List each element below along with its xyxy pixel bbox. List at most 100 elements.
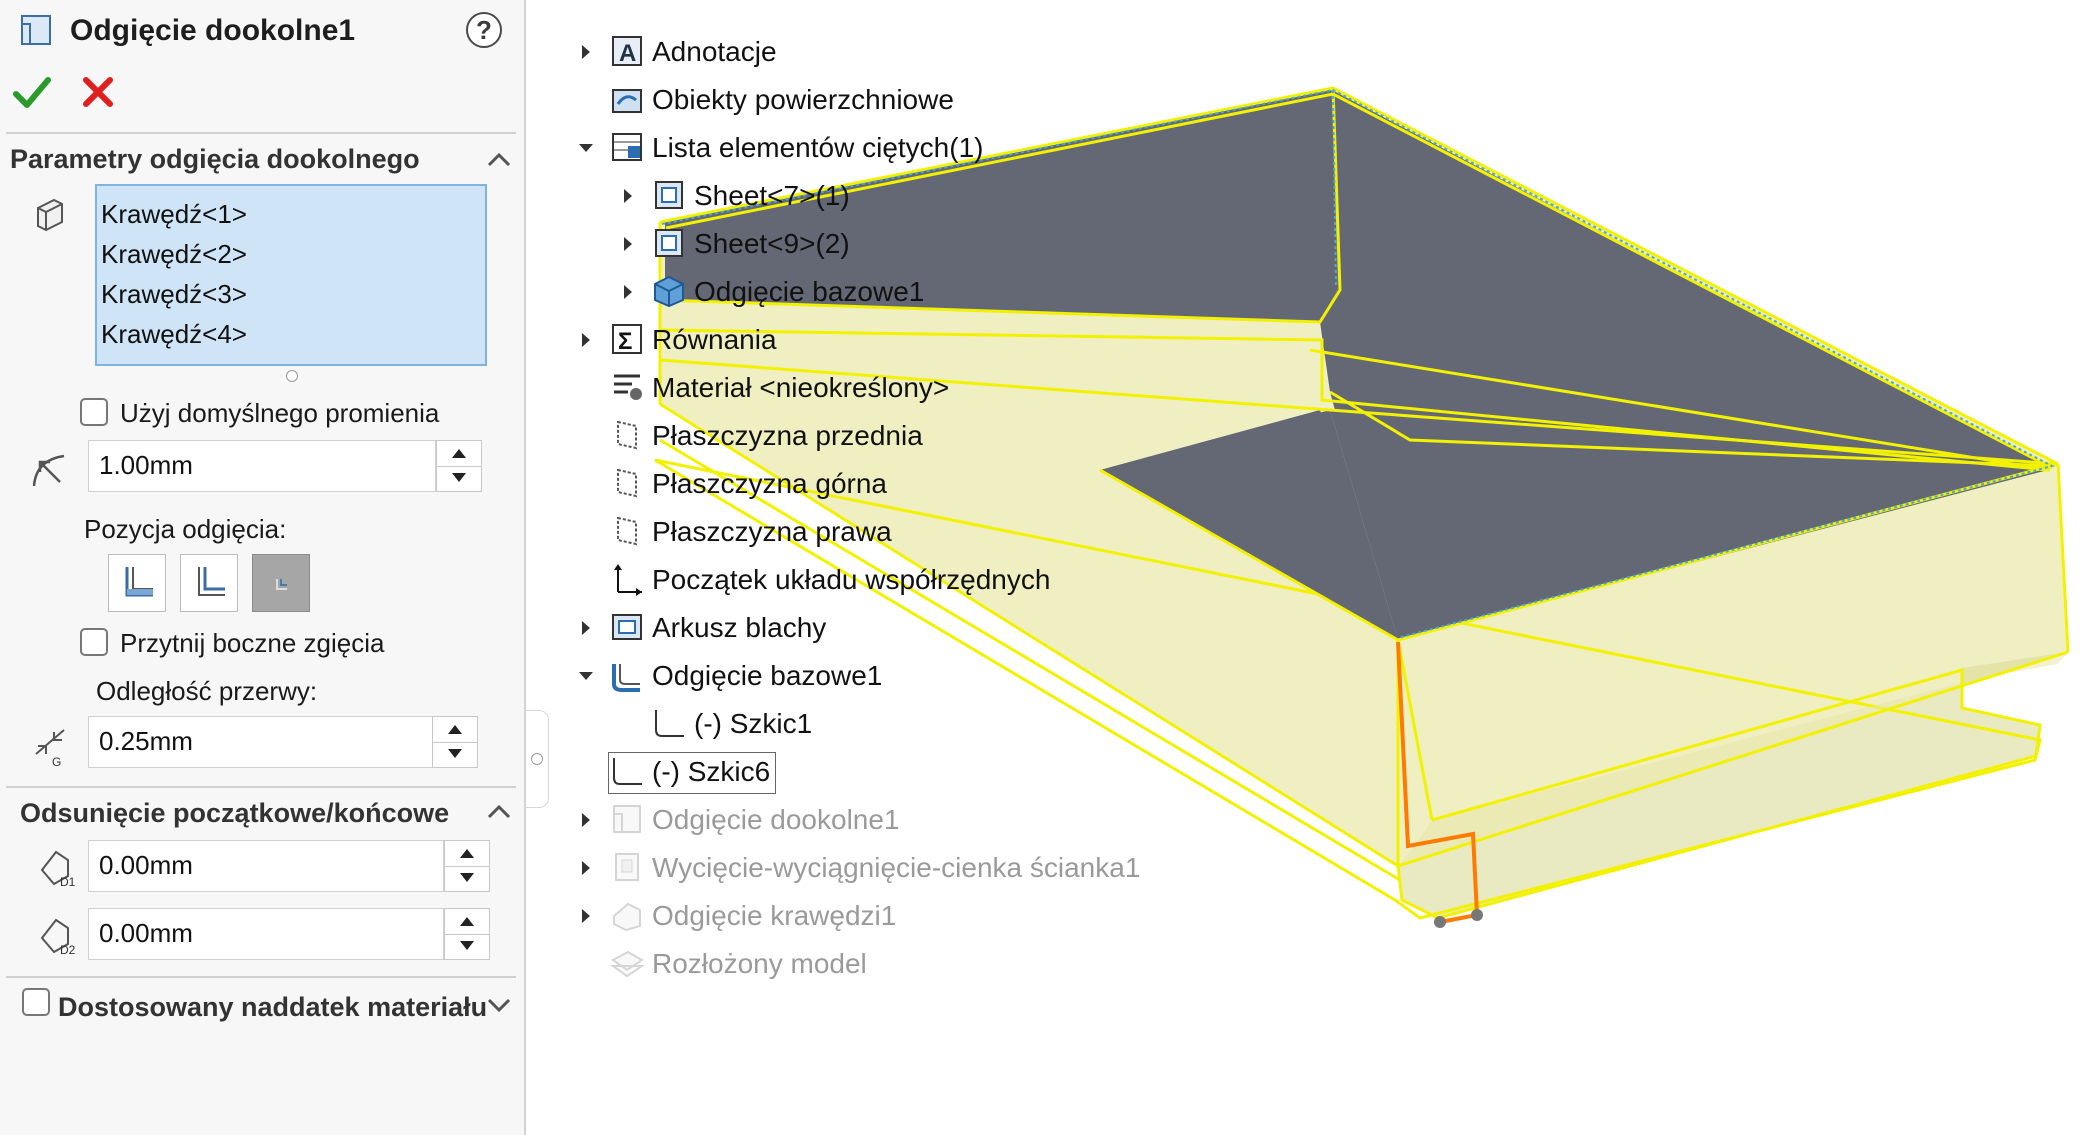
tree-item[interactable]: (-) Szkic1 (622, 702, 1522, 746)
end-offset-input[interactable]: 0.00mm (88, 908, 444, 960)
tree-item[interactable]: Materiał <nieokreślony> (580, 366, 1480, 410)
edge-flange-icon (613, 902, 641, 932)
section-title-parameters[interactable]: Parametry odgięcia dookolnego (10, 144, 420, 174)
spin-up-button[interactable] (445, 909, 489, 935)
panel-collapse-handle[interactable] (526, 710, 549, 808)
trim-side-bends-label: Przytnij boczne zgięcia (120, 628, 385, 658)
spin-down-button[interactable] (445, 866, 489, 891)
tree-item[interactable]: A Adnotacje (580, 30, 1480, 74)
section-title-custom-allowance[interactable]: Dostosowany naddatek materiału (58, 992, 488, 1022)
gap-distance-stepper[interactable] (432, 716, 478, 768)
sketch-icon (613, 758, 642, 785)
selected-edges (661, 88, 2055, 639)
bend-position-label: Pozycja odgięcia: (84, 514, 287, 544)
end-offset-stepper[interactable] (444, 908, 490, 960)
start-offset-input[interactable]: 0.00mm (88, 840, 444, 892)
chevron-down-icon[interactable] (486, 996, 512, 1014)
tree-item-label: Sheet<7>(1) (694, 180, 850, 211)
chevron-down-icon[interactable] (579, 144, 593, 152)
chevron-right-icon[interactable] (582, 861, 590, 875)
svg-text:D2: D2 (60, 943, 76, 956)
list-item[interactable]: Krawędź<2> (101, 239, 247, 269)
spin-up-button[interactable] (437, 441, 481, 467)
bend-radius-input[interactable]: 1.00mm (88, 440, 436, 492)
list-item[interactable]: Krawędź<3> (101, 279, 247, 309)
spin-up-button[interactable] (433, 717, 477, 743)
surface-bodies-icon (612, 89, 642, 113)
tree-item[interactable]: Płaszczyzna górna (580, 462, 1480, 506)
tree-item[interactable]: Początek układu współrzędnych (580, 558, 1480, 602)
origin-icon (614, 564, 642, 596)
list-item[interactable]: Krawędź<4> (101, 319, 247, 349)
tree-item[interactable]: Odgięcie krawędzi1 (580, 894, 1480, 938)
section-title-offset[interactable]: Odsunięcie początkowe/końcowe (20, 798, 450, 828)
tree-item[interactable]: Arkusz blachy (580, 606, 1480, 650)
tree-item[interactable]: Płaszczyzna prawa (580, 510, 1480, 554)
spin-down-button[interactable] (445, 934, 489, 959)
tree-item[interactable]: Lista elementów ciętych(1) (579, 126, 1480, 170)
chevron-right-icon[interactable] (582, 909, 590, 923)
tree-item[interactable]: Odgięcie bazowe1 (579, 654, 1480, 698)
list-item[interactable]: Krawędź<1> (101, 199, 247, 229)
tree-item-label: Płaszczyzna przednia (652, 420, 923, 451)
chevron-up-icon[interactable] (486, 802, 512, 820)
material-inside-button[interactable] (108, 554, 166, 612)
spin-down-button[interactable] (433, 742, 477, 767)
svg-text:A: A (619, 40, 636, 67)
preview-edges (658, 86, 2070, 920)
tree-item[interactable]: Rozłożony model (580, 942, 1480, 986)
tree-item[interactable]: Sheet<7>(1) (622, 174, 1522, 218)
spin-up-button[interactable] (445, 841, 489, 867)
use-default-radius-checkbox[interactable] (80, 398, 108, 426)
list-resize-handle[interactable] (286, 370, 298, 382)
custom-allowance-checkbox[interactable] (22, 988, 50, 1016)
start-offset-icon: D1 (40, 850, 76, 888)
help-button[interactable]: ? (466, 12, 502, 48)
gap-distance-input[interactable]: 0.25mm (88, 716, 436, 768)
end-offset-icon: D2 (40, 918, 76, 956)
trim-side-bends-checkbox[interactable] (80, 628, 108, 656)
tree-item[interactable]: Odgięcie bazowe1 (622, 270, 1522, 314)
bend-radius-stepper[interactable] (436, 440, 482, 492)
material-outside-button[interactable] (180, 554, 238, 612)
tree-item[interactable]: Obiekty powierzchniowe (580, 78, 1480, 122)
chevron-right-icon[interactable] (624, 189, 632, 203)
property-manager-panel: Odgięcie dookolne1 ? Parametry odgięcia … (0, 0, 526, 1135)
edge-selection-list[interactable]: Krawędź<1> Krawędź<2> Krawędź<3> Krawędź… (95, 184, 487, 366)
chevron-right-icon[interactable] (582, 621, 590, 635)
sheet-icon (655, 229, 683, 257)
tree-item[interactable]: (-) Szkic6 (580, 750, 1480, 794)
chevron-right-icon[interactable] (624, 285, 632, 299)
chevron-right-icon[interactable] (582, 45, 590, 59)
chevron-up-icon[interactable] (486, 150, 512, 168)
cancel-x-icon[interactable] (80, 74, 116, 110)
tree-item-label: Adnotacje (652, 36, 777, 67)
sheet-icon (655, 181, 683, 209)
tree-item-label: Sheet<9>(2) (694, 228, 850, 259)
gap-distance-icon: G (35, 729, 65, 768)
spin-down-button[interactable] (437, 466, 481, 491)
miter-flange-icon (21, 15, 51, 45)
chevron-right-icon[interactable] (582, 333, 590, 347)
chevron-right-icon[interactable] (624, 237, 632, 251)
plane-icon (617, 468, 637, 498)
tree-item-label: Płaszczyzna górna (652, 468, 888, 499)
use-default-radius-label: Użyj domyślnego promienia (120, 398, 440, 428)
chevron-right-icon[interactable] (582, 813, 590, 827)
panel-title: Odgięcie dookolne1 (70, 14, 356, 47)
tree-item[interactable]: Wycięcie-wyciągnięcie-cienka ścianka1 (580, 846, 1480, 890)
tree-item-label: Odgięcie bazowe1 (652, 660, 883, 691)
bend-outside-button[interactable] (252, 554, 310, 612)
tree-selection-outline (608, 752, 776, 794)
chevron-down-icon[interactable] (579, 672, 593, 680)
material-inside-icon (125, 567, 153, 597)
tree-item[interactable]: Płaszczyzna przednia (580, 414, 1480, 458)
base-flange-icon (612, 664, 640, 692)
start-offset-stepper[interactable] (444, 840, 490, 892)
ok-checkmark-icon[interactable] (12, 72, 52, 112)
svg-text:G: G (52, 755, 61, 768)
tree-item[interactable]: Sheet<9>(2) (622, 222, 1522, 266)
tree-item[interactable]: Odgięcie dookolne1 (580, 798, 1480, 842)
